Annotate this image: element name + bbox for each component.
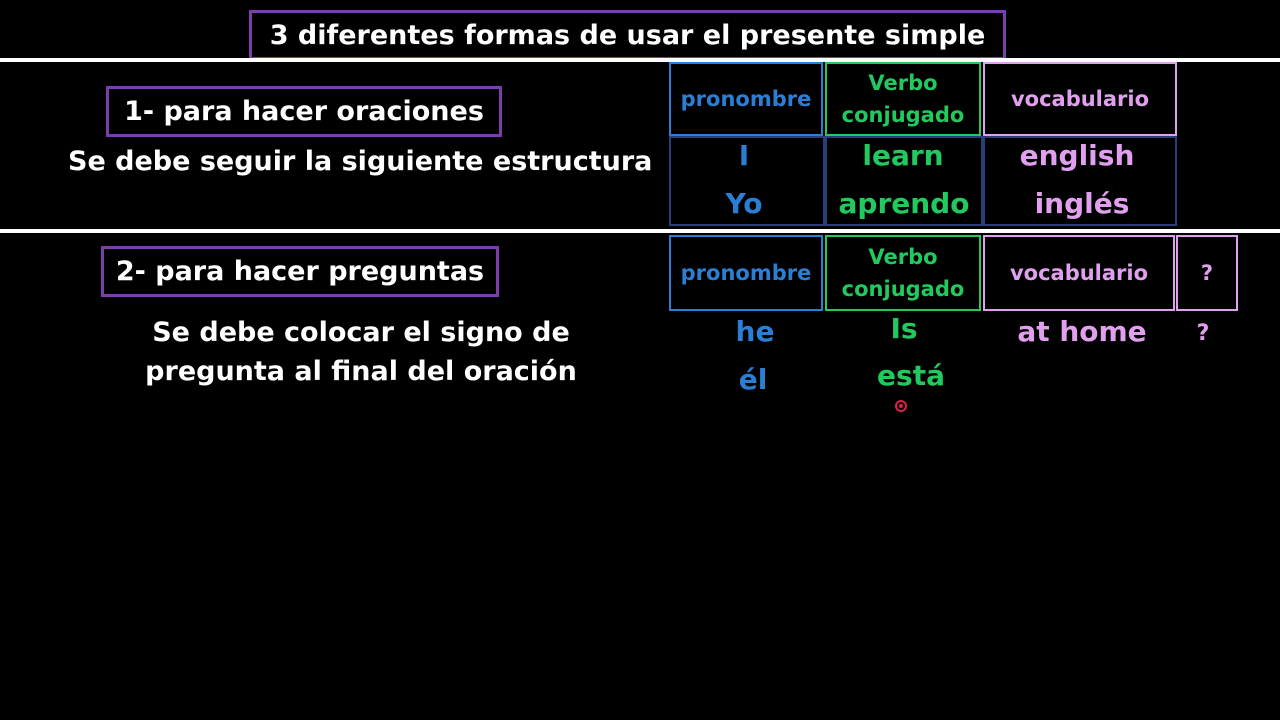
s2-header-question: ? bbox=[1176, 235, 1238, 311]
section2-description-line2: pregunta al final del oración bbox=[145, 356, 577, 387]
section1-heading: 1- para hacer oraciones bbox=[106, 86, 502, 137]
s1-row2-verb: aprendo bbox=[838, 187, 970, 220]
s2-header-verb: Verbo conjugado bbox=[825, 235, 981, 311]
s2-header-verb-line1: Verbo bbox=[868, 245, 938, 269]
s1-row1-vocab: english bbox=[1019, 139, 1135, 172]
section1-description: Se debe seguir la siguiente estructura bbox=[68, 146, 653, 177]
s2-header-pronoun-label: pronombre bbox=[680, 261, 812, 285]
s2-header-vocab-label: vocabulario bbox=[1009, 261, 1149, 285]
s1-cell-vocab bbox=[983, 136, 1177, 226]
s2-header-question-label: ? bbox=[1200, 261, 1214, 285]
section2-heading: 2- para hacer preguntas bbox=[101, 246, 499, 297]
s1-row1-pronoun: I bbox=[738, 139, 750, 172]
page-title: 3 diferentes formas de usar el presente … bbox=[249, 10, 1006, 60]
s1-cell-verb bbox=[825, 136, 983, 226]
s2-header-vocab: vocabulario bbox=[983, 235, 1175, 311]
s1-header-vocab-label: vocabulario bbox=[1010, 87, 1150, 111]
s1-header-verb-line2: conjugado bbox=[841, 103, 965, 127]
divider-top bbox=[0, 58, 1280, 62]
pen-cursor-icon bbox=[895, 400, 907, 412]
s1-header-pronoun: pronombre bbox=[669, 62, 823, 136]
s2-row1-pronoun: he bbox=[735, 315, 775, 348]
s2-row1-question: ? bbox=[1196, 321, 1210, 346]
s1-row2-vocab: inglés bbox=[1034, 187, 1130, 220]
s1-row1-verb: learn bbox=[862, 139, 944, 172]
s2-row2-verb: está bbox=[877, 359, 945, 392]
s1-header-verb-line1: Verbo bbox=[868, 71, 938, 95]
divider-middle bbox=[0, 229, 1280, 233]
s2-row2-pronoun: él bbox=[738, 363, 768, 396]
s2-header-pronoun: pronombre bbox=[669, 235, 823, 311]
s1-header-pronoun-label: pronombre bbox=[680, 87, 812, 111]
s1-header-vocab: vocabulario bbox=[983, 62, 1177, 136]
s1-header-verb: Verbo conjugado bbox=[825, 62, 981, 136]
s2-row1-verb: Is bbox=[890, 312, 918, 345]
section2-description-line1: Se debe colocar el signo de bbox=[152, 317, 570, 348]
s2-row1-vocab: at home bbox=[1017, 315, 1147, 348]
s1-row2-pronoun: Yo bbox=[725, 187, 763, 220]
pen-cursor-dot bbox=[899, 404, 903, 408]
s1-cell-pronoun bbox=[669, 136, 825, 226]
s2-header-verb-line2: conjugado bbox=[841, 277, 965, 301]
